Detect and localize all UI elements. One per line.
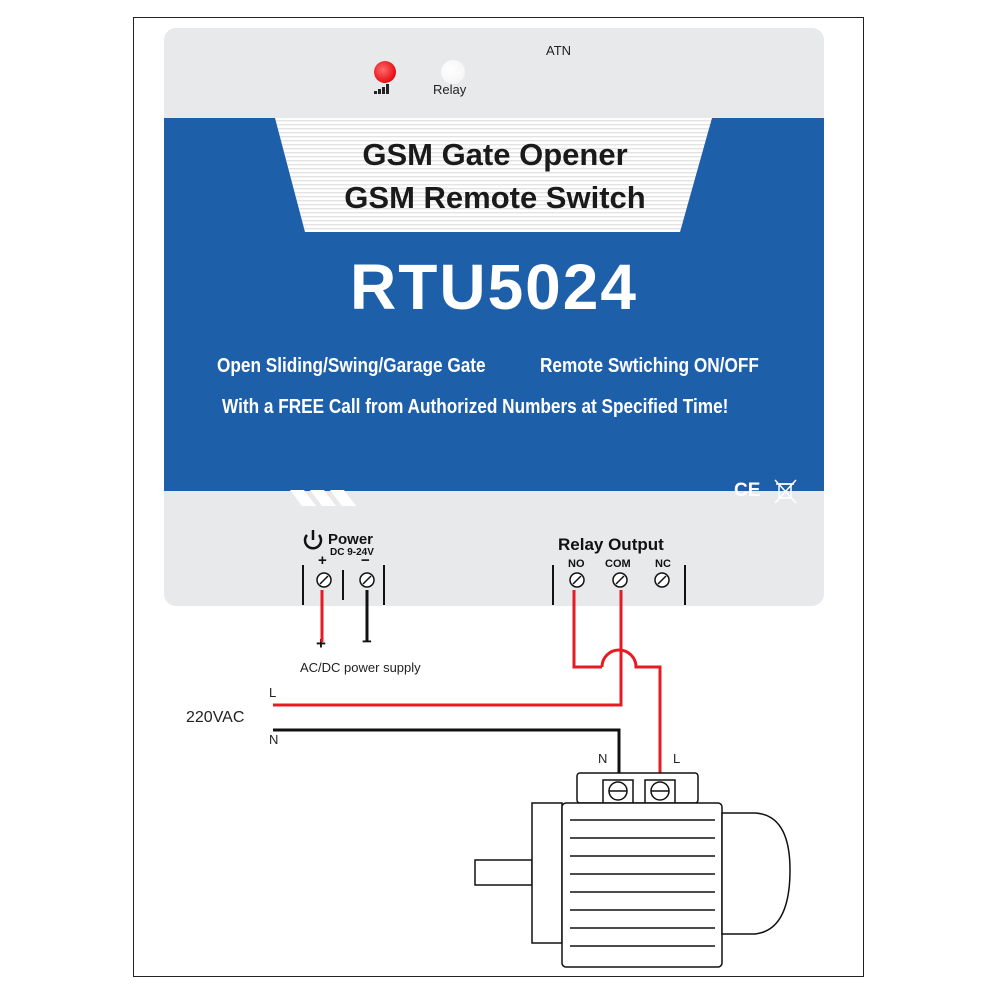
- power-minus-label: −: [361, 552, 370, 569]
- antenna-label: ATN: [546, 43, 572, 58]
- relay-led-label: Relay: [433, 82, 467, 97]
- decorative-stripes: [290, 490, 356, 506]
- terminal-com-label: COM: [605, 558, 631, 570]
- power-label: Power: [328, 531, 374, 548]
- supply-label: AC/DC power supply: [300, 660, 421, 675]
- terminal-no-label: NO: [568, 558, 585, 570]
- supply-plus-label: +: [316, 634, 326, 653]
- ce-mark: CE: [734, 480, 761, 501]
- weee-bin-icon: [774, 479, 797, 504]
- com-wire: [273, 590, 623, 707]
- power-icon: [303, 530, 323, 550]
- terminal-nc-label: NC: [655, 558, 671, 570]
- title-line-2: GSM Remote Switch: [344, 180, 646, 215]
- title-line-1: GSM Gate Opener: [362, 137, 628, 172]
- signal-led: [374, 61, 396, 83]
- title-plate: [275, 118, 712, 232]
- no-wire: [572, 590, 602, 669]
- feature-gate: Open Sliding/Swing/Garage Gate: [217, 355, 486, 377]
- feature-free-call: With a FREE Call from Authorized Numbers…: [222, 396, 729, 418]
- product-title: GSM Gate Opener GSM Remote Switch: [270, 133, 720, 219]
- model-number: RTU5024: [350, 251, 638, 323]
- power-plus-label: +: [318, 552, 327, 569]
- mains-live-label: L: [269, 685, 277, 700]
- mains-neutral-label: N: [269, 732, 279, 747]
- motor-live-label: L: [673, 751, 681, 766]
- relay-led: [441, 60, 465, 84]
- motor: [474, 772, 791, 968]
- diagram-frame: [133, 17, 864, 977]
- signal-bars-icon: [374, 84, 390, 94]
- terminal-screws: [316, 572, 670, 588]
- neutral-wire: [273, 728, 621, 780]
- no-wire-jumper: [600, 648, 662, 780]
- feature-switch: Remote Swtiching ON/OFF: [540, 355, 759, 377]
- motor-neutral-label: N: [598, 751, 608, 766]
- relay-output-label: Relay Output: [558, 535, 664, 554]
- power-voltage: DC 9-24V: [330, 547, 374, 558]
- mains-voltage-label: 220VAC: [186, 709, 245, 726]
- motor-fins: [570, 819, 715, 947]
